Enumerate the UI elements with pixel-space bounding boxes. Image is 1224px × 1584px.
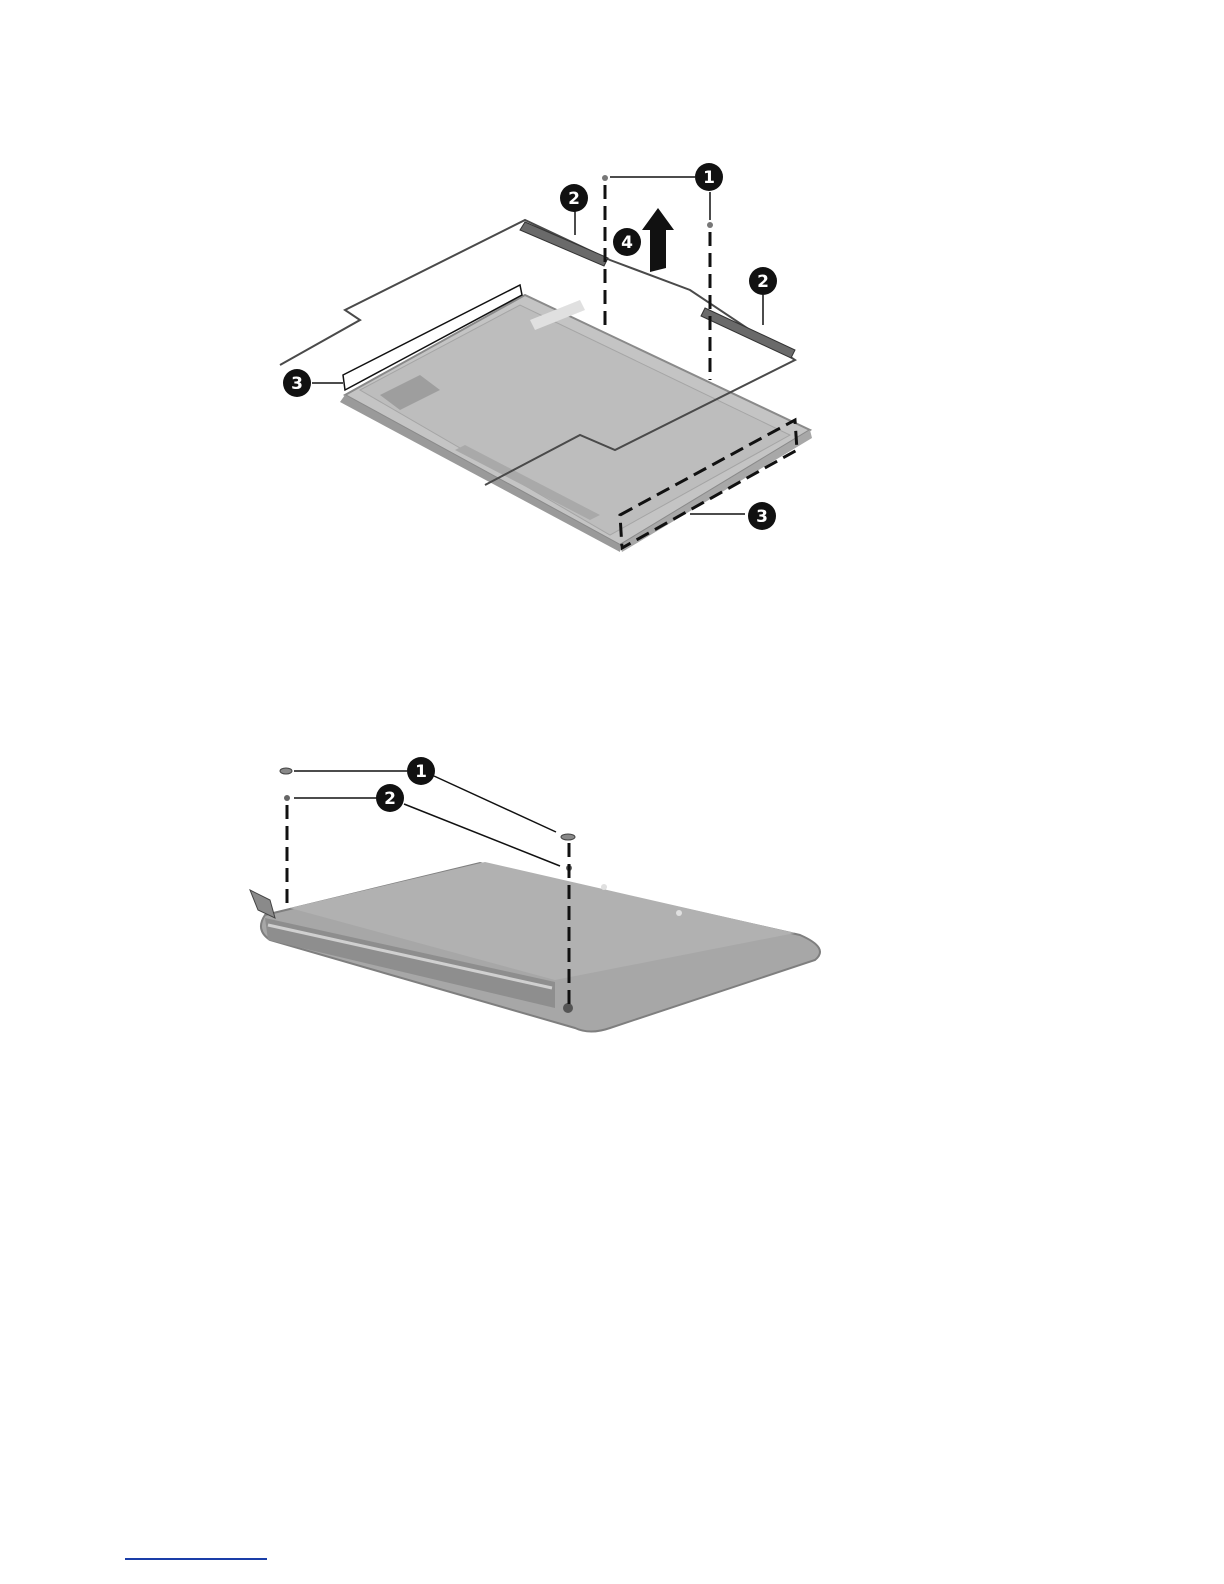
callout-2a: 2 (560, 184, 588, 212)
display-assembly-illustration: 1 2 (0, 750, 1224, 1050)
callout-3b-label: 3 (756, 507, 768, 527)
callout-1-label: 1 (703, 168, 715, 188)
callout-2b-label: 2 (757, 272, 769, 292)
callout-2b: 2 (749, 267, 777, 295)
display-assembly (261, 862, 820, 1032)
callout-3b: 3 (748, 502, 776, 530)
callout-3a: 3 (283, 369, 311, 397)
callout-2-bottom: 2 (376, 784, 404, 812)
screw-icon (284, 795, 572, 871)
removal-arrow-icon (642, 208, 674, 272)
callout-2a-label: 2 (568, 189, 580, 209)
figure-top: 1 2 2 3 3 4 (0, 150, 1224, 570)
callout-1: 1 (695, 163, 723, 191)
callout-4-label: 4 (621, 233, 633, 253)
callout-1-bottom: 1 (407, 757, 435, 785)
figure-bottom: 1 2 (0, 750, 1224, 1050)
footnote-rule (125, 1558, 267, 1560)
callout-2-bottom-label: 2 (384, 789, 396, 809)
hinge-icon (250, 890, 275, 918)
callout-3a-label: 3 (291, 374, 303, 394)
callout-1-bottom-label: 1 (415, 762, 427, 782)
display-enclosure-illustration: 1 2 2 3 3 4 (0, 150, 1224, 570)
callout-4: 4 (613, 228, 641, 256)
